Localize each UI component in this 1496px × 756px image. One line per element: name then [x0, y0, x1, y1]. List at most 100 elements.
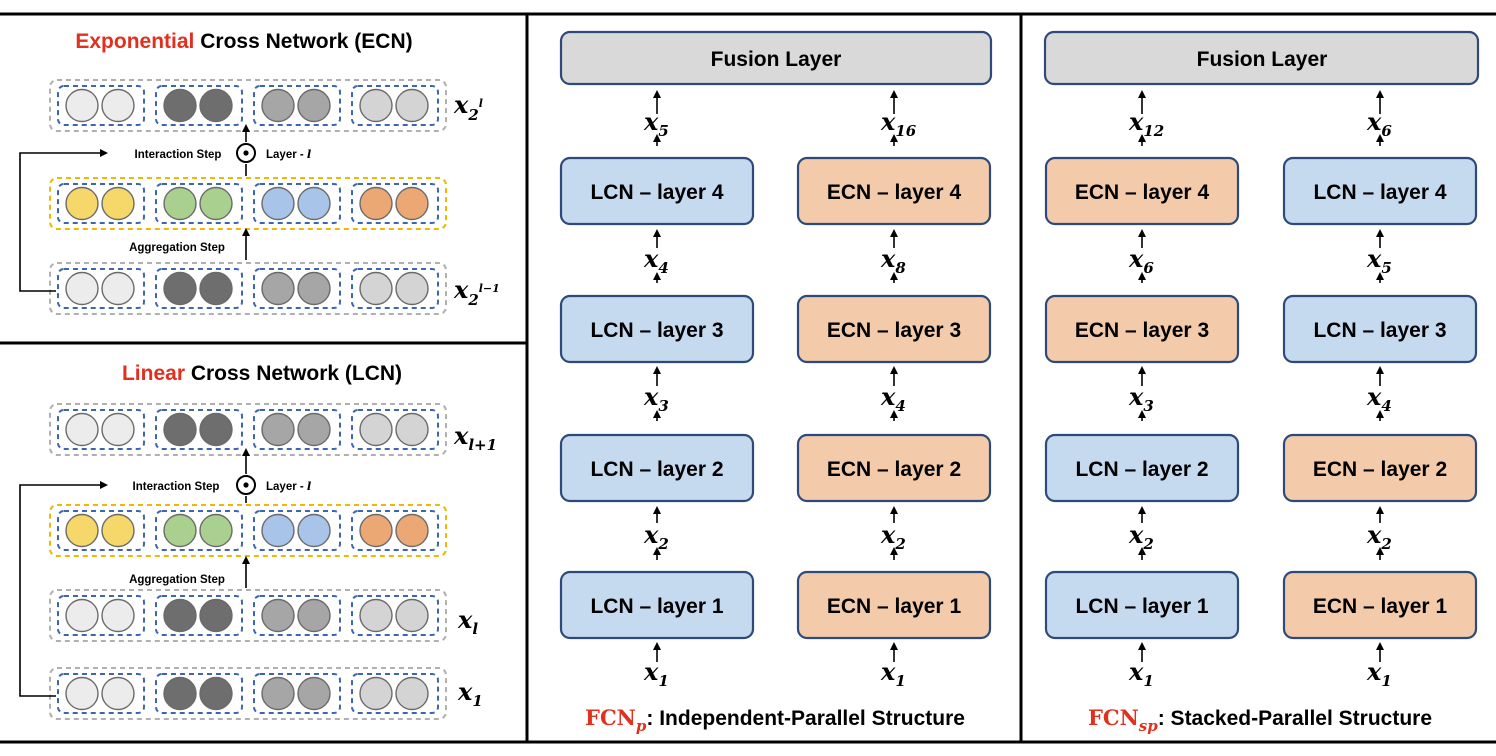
fcn-sp-left-var-4: x6 — [1128, 244, 1154, 277]
ecn-output-row-field-1 — [57, 85, 145, 126]
fcn-sp-left-block-3 — [1044, 294, 1240, 364]
lcn-output-row-embedding-3-1 — [261, 412, 295, 447]
lcn-current-row-embedding-1-1 — [65, 598, 99, 633]
lcn-aggregated-row-embedding-4-2 — [395, 513, 429, 548]
lcn-current-row-embedding-3-2 — [297, 598, 331, 633]
fcn-sp-left-var-2: x2 — [1128, 520, 1154, 553]
lcn-interaction-label: Interaction Step — [133, 481, 220, 493]
fcn-sp-right-var-1: x1 — [1366, 657, 1392, 690]
lcn-current-row — [49, 589, 447, 642]
lcn-aggregated-row-embedding-2-2 — [199, 513, 233, 548]
ecn-aggregated-row-field-1 — [57, 183, 145, 224]
lcn-output-row-embedding-2-1 — [163, 412, 197, 447]
fcn-sp-right-block-2 — [1282, 433, 1478, 503]
fcn-p-caption-name: FCN — [585, 705, 636, 730]
fcn-sp-right-block-3 — [1282, 294, 1478, 364]
fcn-p-left-block-4 — [559, 156, 755, 226]
ecn-output-sup: l — [479, 97, 483, 110]
lcn-panel: Linear Cross Network (LCN) Interaction S… — [19, 362, 497, 720]
ecn-interaction-label: Interaction Step — [135, 149, 222, 161]
ecn-output-row-embedding-4-2 — [395, 88, 429, 123]
fcn-sp-right-block-label-2: ECN – layer 2 — [1313, 458, 1447, 481]
lcn-layer-var: l — [307, 479, 312, 493]
lcn-output-row-field-2 — [155, 409, 243, 450]
lcn-feedback-arrow — [19, 481, 108, 697]
lcn-aggregated-row-field-4 — [351, 510, 439, 551]
lcn-current-row-embedding-1-2 — [101, 598, 135, 633]
lcn-input-label: x1 — [457, 677, 483, 710]
lcn-input-row-field-3 — [253, 673, 341, 714]
lcn-title-rest: Cross Network (LCN) — [185, 362, 402, 385]
lcn-current-row-embedding-3-1 — [261, 598, 295, 633]
fcn-p-caption-sub: p — [636, 717, 647, 735]
lcn-aggregated-row — [49, 504, 447, 557]
lcn-hadamard-dot — [243, 482, 249, 488]
ecn-input-row-embedding-4-1 — [359, 271, 393, 306]
ecn-aggregated-row-embedding-3-1 — [261, 186, 295, 221]
ecn-output-row-field-4 — [351, 85, 439, 126]
ecn-input-row-embedding-4-2 — [395, 271, 429, 306]
ecn-layer-label: Layer - l — [266, 147, 312, 161]
lcn-current-row-field-3 — [253, 595, 341, 636]
fcn-p-left-block-2 — [559, 433, 755, 503]
fcn-sp-caption-name: FCN — [1088, 705, 1139, 730]
ecn-input-row-embedding-3-2 — [297, 271, 331, 306]
fcn-sp-left-var-3: x3 — [1128, 382, 1154, 415]
fcn-sp-fusion-label: Fusion Layer — [1197, 48, 1328, 71]
fcn-sp-fusion-layer — [1043, 30, 1480, 86]
ecn-input-row-field-2 — [155, 268, 243, 309]
ecn-output-row-embedding-3-2 — [297, 88, 331, 123]
lcn-output-row-field-1 — [57, 409, 145, 450]
lcn-input-row-embedding-4-2 — [395, 676, 429, 711]
ecn-panel: Exponential Cross Network (ECN) Interact… — [19, 30, 500, 315]
fcn-p-right-block-label-2: ECN – layer 2 — [827, 458, 961, 481]
ecn-input-label: x2l−1 — [453, 275, 500, 309]
fcn-p-right-var-2: x2 — [880, 520, 906, 553]
fcn-p-left-block-1 — [559, 570, 755, 640]
ecn-title-highlight: Exponential — [75, 30, 194, 53]
lcn-input-row-embedding-2-1 — [163, 676, 197, 711]
ecn-aggregated-row-embedding-1-2 — [101, 186, 135, 221]
lcn-output-label: xl+1 — [453, 421, 497, 454]
lcn-aggregated-row-field-2 — [155, 510, 243, 551]
ecn-input-row-embedding-3-1 — [261, 271, 295, 306]
lcn-input-row-embedding-1-1 — [65, 676, 99, 711]
fcn-p-caption: FCNp: Independent-Parallel Structure — [585, 705, 965, 735]
lcn-output-row-embedding-4-2 — [395, 412, 429, 447]
ecn-aggregated-row-embedding-4-2 — [395, 186, 429, 221]
ecn-aggregated-row-embedding-3-2 — [297, 186, 331, 221]
ecn-input-row-field-4 — [351, 268, 439, 309]
lcn-current-row-embedding-2-2 — [199, 598, 233, 633]
ecn-title-rest: Cross Network (ECN) — [194, 30, 412, 53]
lcn-output-sub: l+1 — [468, 436, 497, 454]
lcn-aggregated-row-embedding-1-2 — [101, 513, 135, 548]
ecn-aggregated-row-field-4 — [351, 183, 439, 224]
fcn-sp-left-block-1 — [1044, 570, 1240, 640]
ecn-input-sub: 2 — [467, 291, 478, 309]
lcn-input-var: x — [457, 677, 473, 706]
lcn-current-row-field-1 — [57, 595, 145, 636]
ecn-aggregated-row-field-3 — [253, 183, 341, 224]
ecn-output-row-embedding-2-2 — [199, 88, 233, 123]
lcn-aggregation-label: Aggregation Step — [129, 574, 225, 586]
fcn-p-right-var-5: x16 — [880, 107, 917, 140]
fcn-p-right-block-2 — [796, 433, 992, 503]
fcn-sp-left-block-label-4: ECN – layer 4 — [1075, 181, 1210, 204]
lcn-aggregated-row-field-1 — [57, 510, 145, 551]
ecn-layer-label-text: Layer - — [266, 149, 307, 161]
ecn-input-row-embedding-2-2 — [199, 271, 233, 306]
ecn-aggregated-row-embedding-2-2 — [199, 186, 233, 221]
fcn-p-left-block-label-2: LCN – layer 2 — [590, 458, 723, 481]
fcn-p-right-var-3: x4 — [880, 382, 906, 415]
lcn-output-row-embedding-1-1 — [65, 412, 99, 447]
lcn-input-row-field-1 — [57, 673, 145, 714]
fcn-p-right-block-1 — [796, 570, 992, 640]
lcn-current-row-frame — [49, 589, 447, 642]
ecn-input-row — [49, 262, 447, 315]
lcn-current-var: x — [457, 605, 473, 634]
ecn-input-row-embedding-1-1 — [65, 271, 99, 306]
fcn-p-right-block-4 — [796, 156, 992, 226]
